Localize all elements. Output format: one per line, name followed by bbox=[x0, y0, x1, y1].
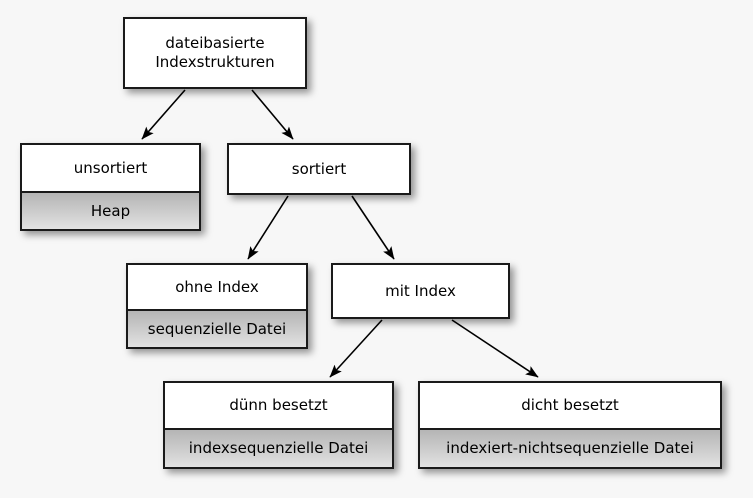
node-title: dateibasierte Indexstrukturen bbox=[125, 19, 305, 87]
node-ohne-index[interactable]: ohne Index sequenzielle Datei bbox=[126, 263, 308, 349]
node-subtitle: sequenzielle Datei bbox=[128, 309, 306, 347]
node-title: ohne Index bbox=[128, 265, 306, 309]
node-dateibasierte-indexstrukturen[interactable]: dateibasierte Indexstrukturen bbox=[123, 17, 307, 89]
node-subtitle: Heap bbox=[22, 191, 199, 229]
edge-root-to-unsortiert bbox=[141, 89, 186, 140]
edge-sortiert-to-mit-index bbox=[351, 195, 395, 260]
node-title: unsortiert bbox=[22, 145, 199, 191]
node-title: sortiert bbox=[229, 145, 409, 193]
node-subtitle: indexiert-nichtsequenzielle Datei bbox=[420, 428, 720, 467]
edge-mit-index-to-dicht bbox=[451, 319, 539, 378]
node-subtitle: indexsequenzielle Datei bbox=[165, 428, 392, 467]
node-duenn-besetzt[interactable]: dünn besetzt indexsequenzielle Datei bbox=[163, 381, 394, 469]
edge-mit-index-to-duenn bbox=[329, 319, 383, 378]
edge-root-to-sortiert bbox=[251, 89, 294, 140]
edge-sortiert-to-ohne-index bbox=[247, 195, 289, 260]
node-title: mit Index bbox=[333, 265, 508, 317]
node-sortiert[interactable]: sortiert bbox=[227, 143, 411, 195]
node-unsortiert[interactable]: unsortiert Heap bbox=[20, 143, 201, 231]
node-dicht-besetzt[interactable]: dicht besetzt indexiert-nichtsequenziell… bbox=[418, 381, 722, 469]
node-mit-index[interactable]: mit Index bbox=[331, 263, 510, 319]
node-title: dicht besetzt bbox=[420, 383, 720, 428]
node-title: dünn besetzt bbox=[165, 383, 392, 428]
